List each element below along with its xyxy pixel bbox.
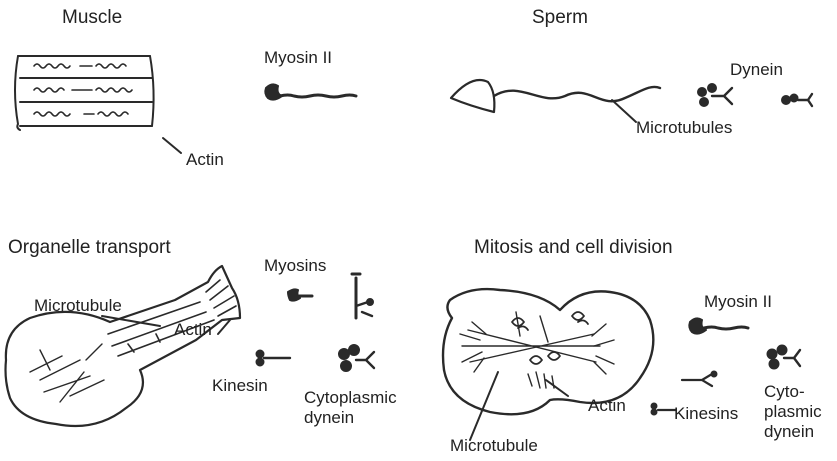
kinesins-label: Kinesins (674, 404, 738, 424)
cytoplasmic-dynein-label-line-1: Cytoplasmic (304, 388, 397, 408)
cytoplasmic-dynein-label-2-line-1: Cyto- (764, 382, 822, 402)
cytoplasmic-dynein-label: Cytoplasmic dynein (304, 388, 397, 428)
myosin-ii-label-2: Myosin II (704, 292, 772, 312)
muscle-title: Muscle (62, 8, 122, 28)
actin-label-2: Actin (174, 320, 212, 340)
cytoplasmic-dynein-label-2-line-3: dynein (764, 422, 822, 442)
dynein-molecule-2 (782, 94, 812, 106)
kinesin-label: Kinesin (212, 376, 268, 396)
microtubule-label-2: Microtubule (450, 436, 538, 456)
myosin-molecule-long (352, 274, 373, 318)
cytoplasmic-dynein-molecule-2 (768, 346, 801, 369)
microtubule-label: Microtubule (34, 296, 122, 316)
myosin-ii-molecule-2 (689, 318, 748, 333)
dynein-molecule-1 (698, 84, 732, 106)
cytoplasmic-dynein-label-2: Cyto- plasmic dynein (764, 382, 822, 442)
cytoplasmic-dynein-label-line-2: dynein (304, 408, 397, 428)
myosin-ii-label: Myosin II (264, 48, 332, 68)
actin-label: Actin (186, 150, 224, 170)
kinesin-molecule (257, 351, 291, 366)
myosin-ii-molecule (265, 84, 356, 99)
actin-leader-line-3 (546, 380, 568, 396)
myosin-molecule-small (288, 289, 312, 300)
actin-leader-line (163, 138, 181, 153)
dynein-label: Dynein (730, 60, 783, 80)
microtubules-leader-line (612, 100, 636, 122)
actin-label-3: Actin (588, 396, 626, 416)
microtubules-label: Microtubules (636, 118, 732, 138)
dividing-cell-drawing (443, 289, 653, 440)
kinesin-molecule-3 (652, 404, 677, 415)
kinesin-molecule-2 (682, 372, 717, 387)
cytoplasmic-dynein-molecule (339, 345, 374, 371)
myosins-label: Myosins (264, 256, 326, 276)
muscle-sarcomere-drawing (15, 56, 181, 153)
organelle-transport-title: Organelle transport (8, 238, 171, 258)
sperm-title: Sperm (532, 8, 588, 28)
neuron-drawing (6, 266, 241, 426)
sperm-drawing (451, 80, 660, 122)
mitosis-title: Mitosis and cell division (474, 238, 673, 258)
cytoplasmic-dynein-label-2-line-2: plasmic (764, 402, 822, 422)
